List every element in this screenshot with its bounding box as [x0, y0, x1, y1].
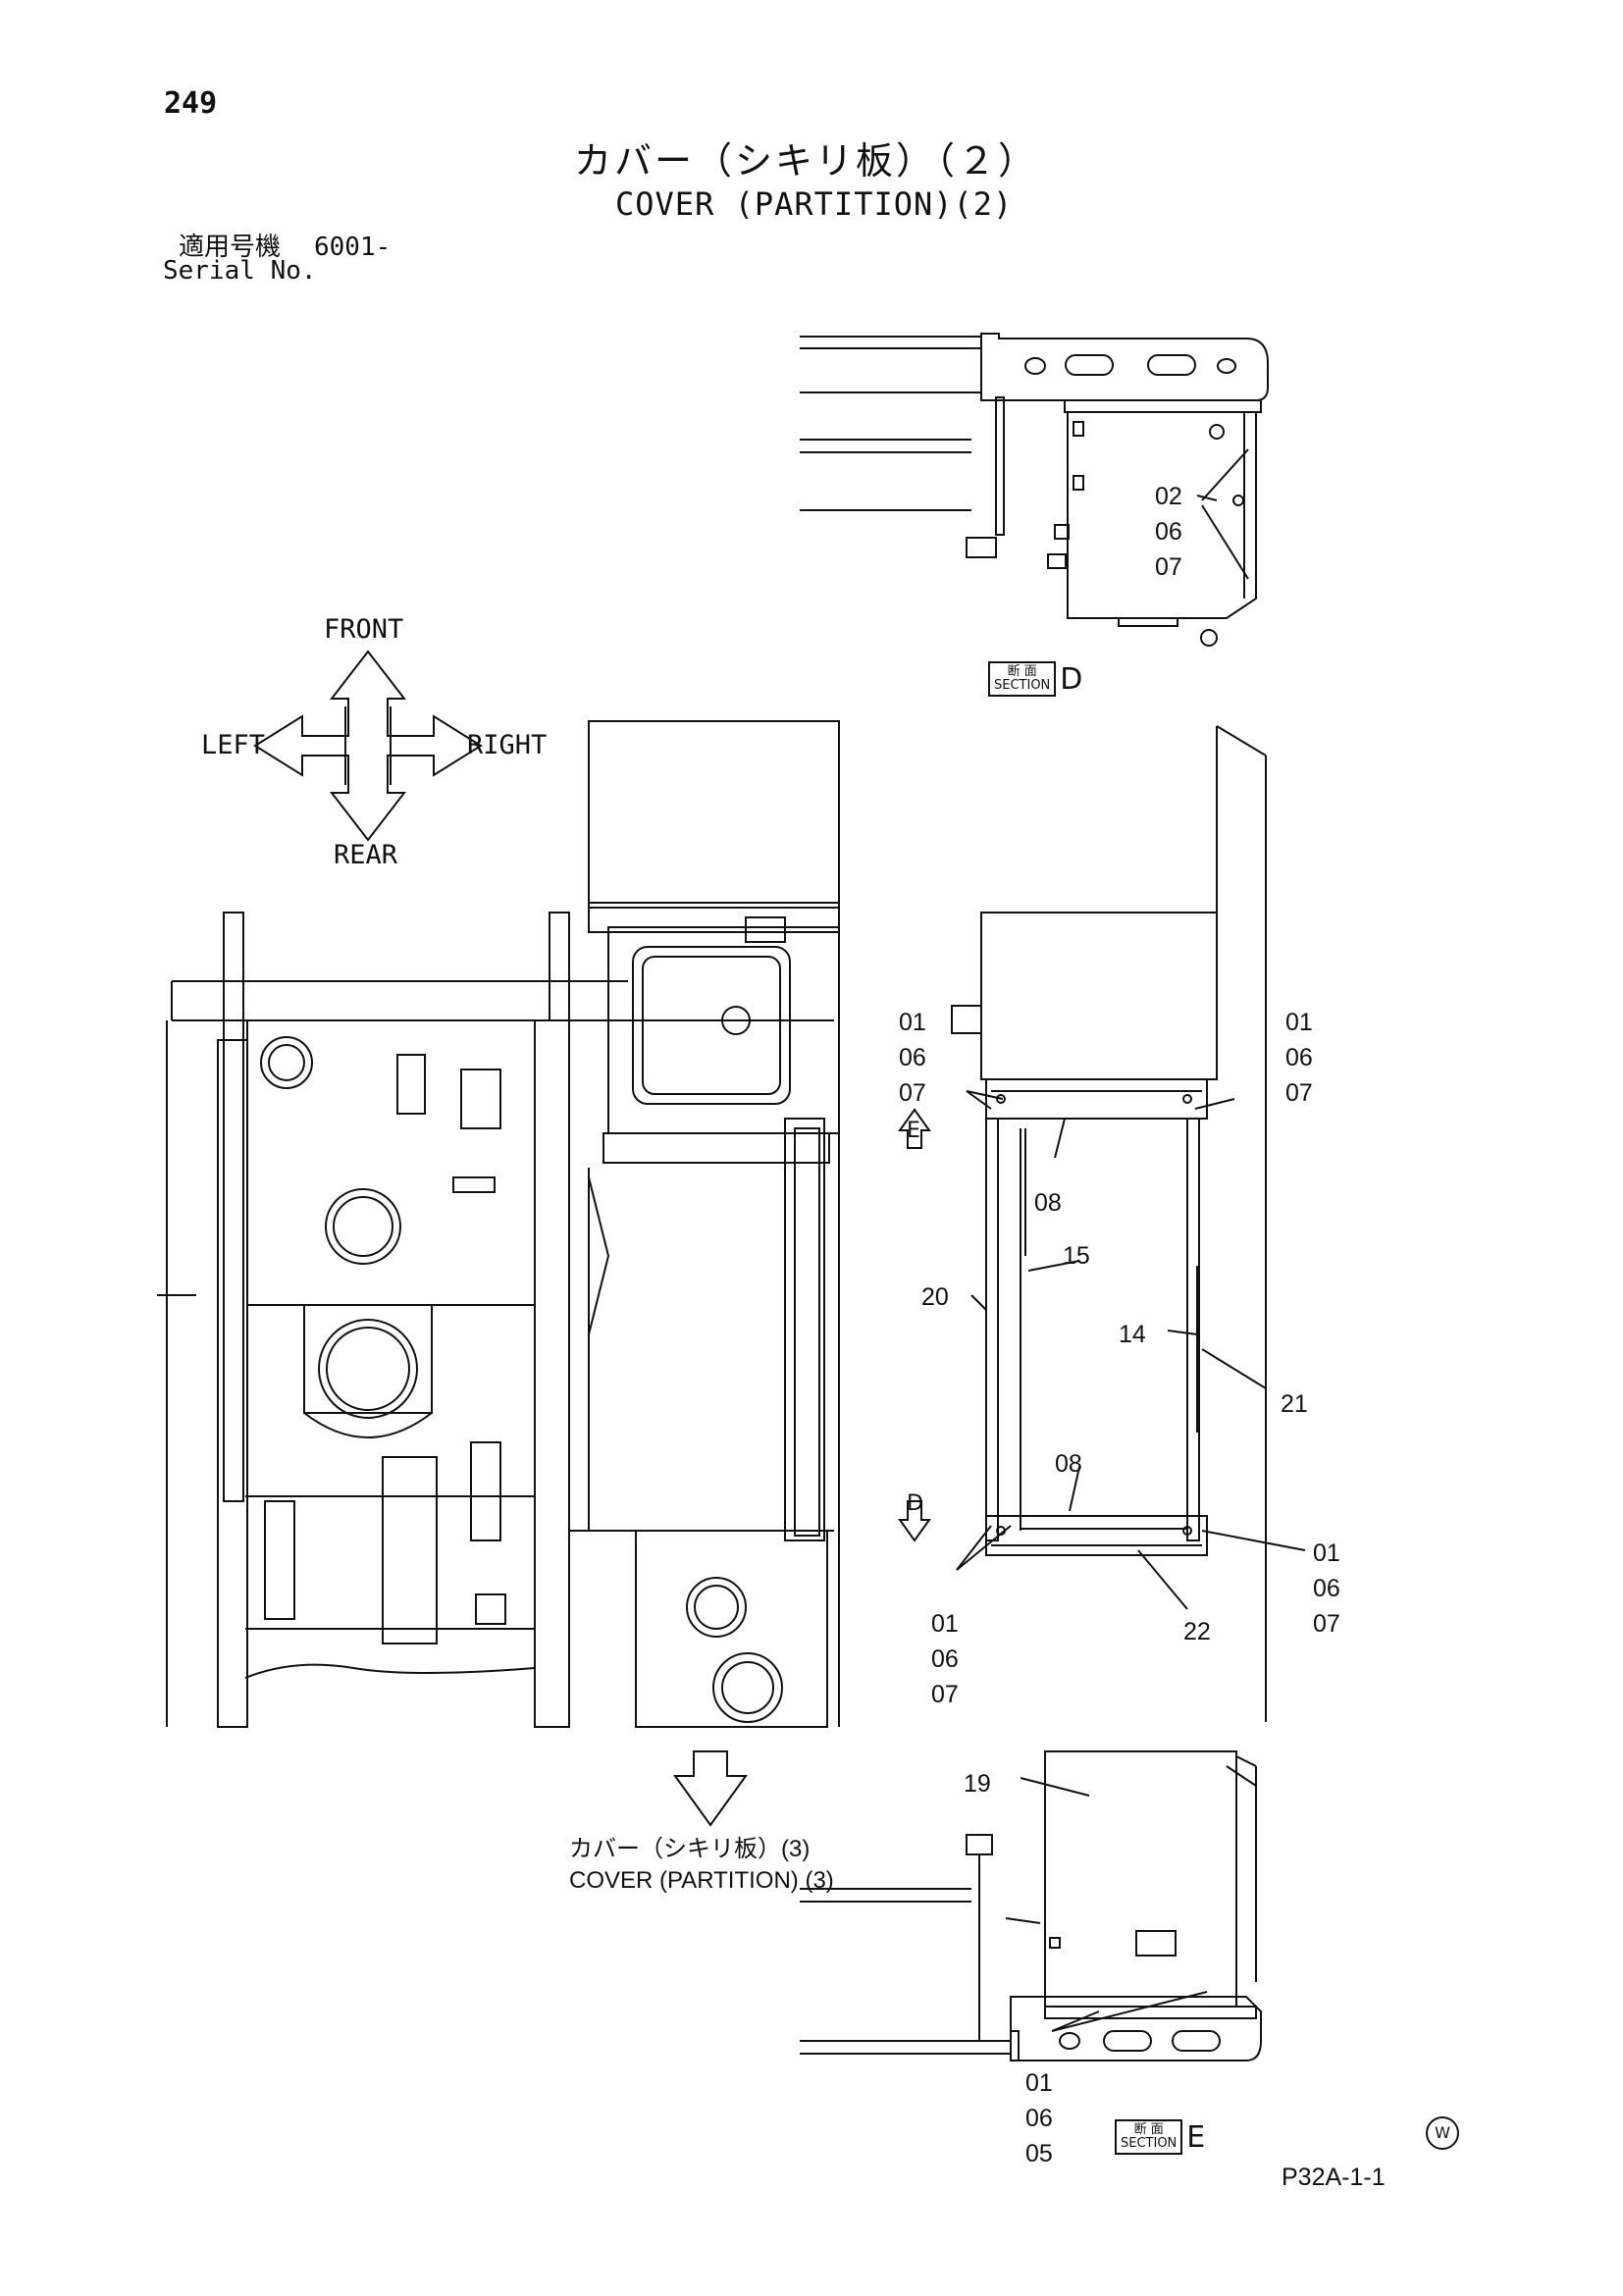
document-code: P32A-1-1 [1282, 2164, 1386, 2191]
callout-part: 07 [1155, 553, 1182, 581]
section-e-badge: 断 面 SECTION E [1115, 2119, 1205, 2155]
view-marker-e: E [907, 1119, 920, 1143]
continuation-jp: カバー（シキリ板）(3) [569, 1836, 811, 1862]
page-number: 249 [164, 86, 218, 121]
callout-part: 06 [931, 1645, 959, 1673]
title-japanese: カバー（シキリ板）（２） [574, 139, 1039, 183]
dir-front: FRONT [324, 614, 404, 645]
callout-21: 21 [1281, 1390, 1308, 1418]
view-marker-d: D [907, 1491, 923, 1516]
callout-15: 15 [1063, 1242, 1090, 1270]
serial-label-en: Serial No. [163, 256, 317, 286]
dir-rear: REAR [334, 840, 398, 870]
callout-part: 06 [1285, 1044, 1313, 1071]
callout-stack-sec-d: 02 06 07 [1155, 479, 1182, 585]
callout-part: 07 [1313, 1610, 1340, 1638]
continuation-en: COVER (PARTITION) (3) [569, 1867, 834, 1894]
section-e-box: 断 面 SECTION [1115, 2119, 1183, 2155]
watermark-circle: W [1426, 2116, 1459, 2150]
callout-part: 06 [1025, 2105, 1053, 2132]
continuation-arrow [673, 1750, 748, 1827]
callout-stack-top-right: 01 06 07 [1285, 1005, 1313, 1111]
title-english: COVER (PARTITION)(2) [615, 185, 1014, 223]
section-d-word: SECTION [994, 678, 1051, 693]
section-d-letter: D [1060, 661, 1083, 697]
callout-part: 05 [1025, 2140, 1053, 2167]
callout-part: 06 [1313, 1575, 1340, 1602]
callout-stack-bottom-right: 01 06 07 [1313, 1536, 1340, 1642]
section-e-view [800, 1750, 1262, 2061]
callout-08-upper: 08 [1034, 1189, 1062, 1217]
callout-part: 06 [1155, 518, 1182, 546]
callout-part: 01 [899, 1009, 926, 1036]
callout-19: 19 [964, 1770, 991, 1798]
callout-stack-top-left: 01 06 07 [899, 1005, 926, 1111]
serial-value: 6001- [314, 233, 392, 262]
callout-20: 20 [921, 1283, 949, 1311]
callout-22: 22 [1183, 1618, 1211, 1645]
callout-stack-sec-e: 01 06 05 [1025, 2065, 1053, 2171]
callout-part: 01 [1285, 1009, 1313, 1036]
section-e-letter: E [1186, 2119, 1206, 2155]
callout-08-lower: 08 [1055, 1450, 1082, 1478]
dir-left: LEFT [201, 730, 266, 760]
section-d-kanji: 断 面 [1007, 664, 1037, 679]
callout-part: 01 [931, 1610, 959, 1638]
section-d-box: 断 面 SECTION [988, 661, 1057, 697]
callout-part: 07 [1285, 1079, 1313, 1107]
direction-arrows [253, 650, 483, 842]
section-d-view [800, 333, 1269, 647]
callout-stack-bottom-left: 01 06 07 [931, 1606, 959, 1712]
callout-part: 01 [1025, 2069, 1053, 2097]
serial-label-jp: 適用号機 [179, 233, 282, 262]
section-e-word: SECTION [1121, 2136, 1178, 2151]
callout-part: 07 [899, 1079, 926, 1107]
callout-part: 07 [931, 1681, 959, 1708]
callout-14: 14 [1119, 1321, 1146, 1348]
callout-part: 01 [1313, 1539, 1340, 1567]
callout-part: 02 [1155, 483, 1182, 510]
section-e-kanji: 断 面 [1133, 2122, 1164, 2137]
section-d-badge: 断 面 SECTION D [988, 661, 1082, 697]
machine-frame [157, 720, 840, 1728]
dir-right: RIGHT [467, 730, 548, 760]
callout-part: 06 [899, 1044, 926, 1071]
cover-assembly [898, 725, 1306, 1722]
